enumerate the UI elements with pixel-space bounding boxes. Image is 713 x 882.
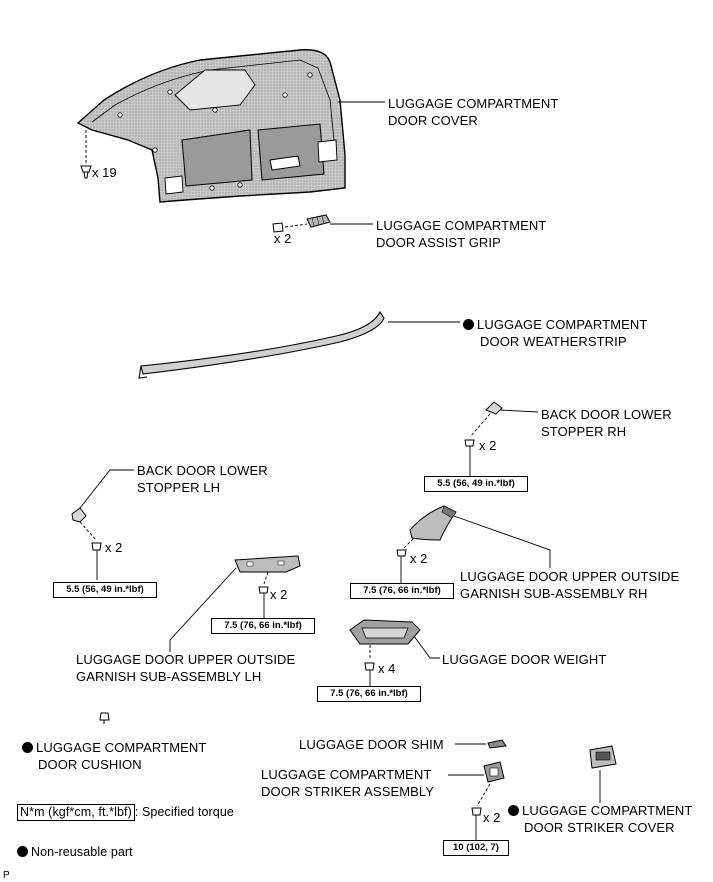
qty-stopper-rh: x 2 [479, 438, 497, 453]
qty-stopper-lh: x 2 [105, 540, 123, 555]
label-striker-cover-line1: LUGGAGE COMPARTMENT [508, 802, 692, 819]
leader-garnish-rh [453, 515, 551, 568]
label-weatherstrip: LUGGAGE COMPARTMENT DOOR WEATHERSTRIP [463, 316, 647, 350]
label-door-cover-line1: LUGGAGE COMPARTMENT [388, 96, 559, 111]
qty-garnish-rh: x 2 [410, 551, 428, 566]
legend-non-reusable: Non-reusable part [17, 844, 133, 861]
label-assist-grip: LUGGAGE COMPARTMENT DOOR ASSIST GRIP [376, 217, 546, 251]
label-stopper-rh: BACK DOOR LOWER STOPPER RH [541, 406, 672, 440]
door-weight-part [349, 619, 421, 686]
torque-garnish-lh: 7.5 (76, 66 in.*lbf) [211, 618, 315, 634]
legend-torque: N*m (kgf*cm, ft.*lbf): Specified torque [17, 804, 234, 821]
non-reusable-dot-icon [22, 742, 33, 753]
clip-icon [80, 130, 92, 179]
label-stopper-rh-line1: BACK DOOR LOWER [541, 407, 672, 422]
legend-torque-unit: N*m (kgf*cm, ft.*lbf) [17, 804, 135, 821]
label-garnish-rh-line1: LUGGAGE DOOR UPPER OUTSIDE [460, 569, 680, 584]
qty-assist-grip: x 2 [274, 231, 292, 246]
torque-door-weight: 7.5 (76, 66 in.*lbf) [317, 686, 421, 702]
shim-part [487, 739, 507, 749]
label-weatherstrip-line2: DOOR WEATHERSTRIP [480, 334, 627, 349]
torque-garnish-rh: 7.5 (76, 66 in.*lbf) [350, 583, 454, 599]
label-shim: LUGGAGE DOOR SHIM [299, 737, 444, 752]
label-garnish-lh-line2: GARNISH SUB-ASSEMBLY LH [76, 669, 262, 684]
qty-striker: x 2 [483, 810, 501, 825]
stopper-lh-part [71, 507, 102, 580]
label-door-cover: LUGGAGE COMPARTMENT DOOR COVER [388, 95, 558, 129]
stopper-rh-part [464, 401, 503, 476]
qty-door-cover: x 19 [92, 165, 117, 180]
torque-stopper-lh: 5.5 (56, 49 in.*lbf) [53, 582, 157, 598]
legend-torque-desc: : Specified torque [134, 805, 234, 819]
leader-door-weight [413, 635, 440, 659]
label-striker-cover-line2: DOOR STRIKER COVER [524, 820, 675, 835]
leader-stopper-lh [79, 469, 134, 509]
corner-mark: P [3, 870, 10, 881]
label-door-cover-line2: DOOR COVER [388, 113, 478, 128]
assist-grip-part [272, 214, 331, 233]
label-stopper-rh-line2: STOPPER RH [541, 424, 627, 439]
non-reusable-dot-icon [17, 846, 28, 857]
label-cushion-line2: DOOR CUSHION [38, 757, 142, 772]
label-cushion-line1: LUGGAGE COMPARTMENT [22, 739, 206, 756]
label-stopper-lh-line2: STOPPER LH [137, 480, 221, 495]
qty-garnish-lh: x 2 [270, 587, 288, 602]
label-stopper-lh-line1: BACK DOOR LOWER [137, 463, 268, 478]
qty-door-weight: x 4 [378, 661, 396, 676]
label-striker-line2: DOOR STRIKER ASSEMBLY [261, 784, 435, 799]
striker-cover-part [589, 745, 617, 769]
label-door-weight: LUGGAGE DOOR WEIGHT [442, 652, 607, 667]
label-garnish-lh: LUGGAGE DOOR UPPER OUTSIDE GARNISH SUB-A… [76, 651, 295, 685]
label-weatherstrip-line1: LUGGAGE COMPARTMENT [463, 316, 647, 333]
torque-stopper-rh: 5.5 (56, 49 in.*lbf) [424, 476, 528, 492]
label-assist-grip-line1: LUGGAGE COMPARTMENT [376, 218, 547, 233]
label-striker-cover: LUGGAGE COMPARTMENT DOOR STRIKER COVER [508, 802, 692, 836]
garnish-lh-part [234, 555, 301, 618]
label-garnish-rh-line2: GARNISH SUB-ASSEMBLY RH [460, 586, 648, 601]
leader-stopper-rh [499, 409, 539, 413]
weatherstrip-part [138, 310, 385, 379]
striker-part [471, 761, 505, 840]
label-striker: LUGGAGE COMPARTMENT DOOR STRIKER ASSEMBL… [261, 766, 434, 800]
cushion-part [99, 712, 110, 724]
label-striker-line1: LUGGAGE COMPARTMENT [261, 767, 432, 782]
door-cover-part [76, 49, 346, 203]
label-garnish-lh-line1: LUGGAGE DOOR UPPER OUTSIDE [76, 652, 296, 667]
label-cushion: LUGGAGE COMPARTMENT DOOR CUSHION [22, 739, 206, 773]
garnish-rh-part [396, 505, 457, 583]
non-reusable-dot-icon [508, 805, 519, 816]
label-cushion-line1-text: LUGGAGE COMPARTMENT [36, 740, 207, 755]
label-assist-grip-line2: DOOR ASSIST GRIP [376, 235, 501, 250]
label-stopper-lh: BACK DOOR LOWER STOPPER LH [137, 462, 268, 496]
leader-garnish-lh [169, 567, 237, 652]
label-weatherstrip-line1-text: LUGGAGE COMPARTMENT [477, 317, 648, 332]
torque-striker: 10 (102, 7) [443, 840, 509, 856]
label-striker-cover-line1-text: LUGGAGE COMPARTMENT [522, 803, 693, 818]
non-reusable-dot-icon [463, 319, 474, 330]
legend-non-reusable-text: Non-reusable part [31, 845, 133, 859]
label-garnish-rh: LUGGAGE DOOR UPPER OUTSIDE GARNISH SUB-A… [460, 568, 679, 602]
